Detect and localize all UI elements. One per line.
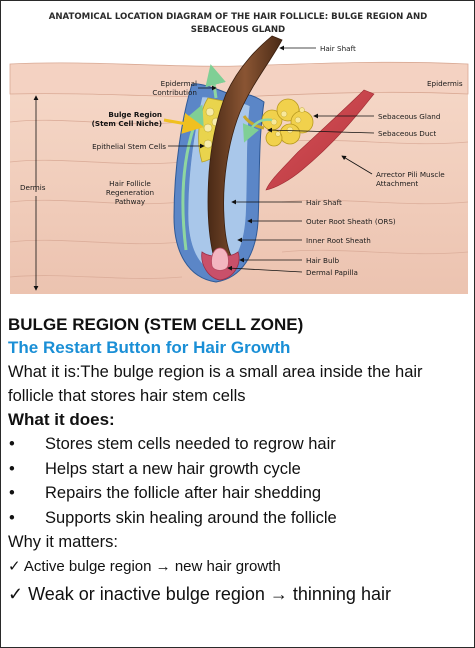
label-epidermis: Epidermis bbox=[427, 79, 463, 88]
hair-follicle-diagram: ANATOMICAL LOCATION DIAGRAM OF THE HAIR … bbox=[2, 2, 473, 302]
label-ors: Outer Root Sheath (ORS) bbox=[306, 217, 396, 226]
bullet-item: • Supports skin healing around the folli… bbox=[8, 506, 470, 531]
label-arrector-1: Arrector Pili Muscle bbox=[376, 170, 445, 179]
label-bulge-region-1: Bulge Region bbox=[108, 110, 162, 119]
bullet-icon: • bbox=[9, 508, 15, 527]
label-sebaceous-duct: Sebaceous Duct bbox=[378, 129, 436, 138]
bullet-item: • Stores stem cells needed to regrow hai… bbox=[8, 432, 470, 457]
label-regen-3: Pathway bbox=[115, 197, 146, 206]
label-epithelial-stem-cells: Epithelial Stem Cells bbox=[92, 142, 166, 151]
label-regen-2: Regeneration bbox=[106, 188, 154, 197]
text-section: BULGE REGION (STEM CELL ZONE) The Restar… bbox=[8, 313, 470, 608]
bullet-text: Stores stem cells needed to regrow hair bbox=[45, 435, 336, 453]
outcome-active: ✓ Active bulge region → new hair growth bbox=[8, 558, 281, 575]
label-dermis: Dermis bbox=[20, 183, 46, 192]
bullet-text: Supports skin healing around the follicl… bbox=[45, 508, 337, 527]
section-heading: BULGE REGION (STEM CELL ZONE) bbox=[8, 315, 304, 334]
label-irs: Inner Root Sheath bbox=[306, 236, 371, 245]
dermal-papilla-shape bbox=[211, 247, 229, 271]
label-sebaceous-gland: Sebaceous Gland bbox=[378, 112, 440, 121]
label-hair-bulb: Hair Bulb bbox=[306, 256, 340, 265]
bullet-icon: • bbox=[9, 459, 15, 478]
section-subheading: The Restart Button for Hair Growth bbox=[8, 338, 291, 357]
label-arrector-2: Attachment bbox=[376, 179, 418, 188]
label-dermal-papilla: Dermal Papilla bbox=[306, 268, 358, 277]
label-hair-shaft-mid: Hair Shaft bbox=[306, 198, 342, 207]
what-it-does-heading: What it does: bbox=[8, 410, 115, 429]
diagram-title-line1: ANATOMICAL LOCATION DIAGRAM OF THE HAIR … bbox=[49, 12, 428, 22]
bullet-text: Helps start a new hair growth cycle bbox=[45, 459, 301, 478]
bullet-icon: • bbox=[9, 484, 15, 502]
label-epidermal-contribution-2: Contribution bbox=[152, 88, 197, 97]
outcome-inactive: ✓ Weak or inactive bulge region → thinni… bbox=[8, 584, 391, 604]
label-bulge-region-2: (Stem Cell Niche) bbox=[92, 119, 162, 128]
diagram-title-line2: SEBACEOUS GLAND bbox=[191, 25, 285, 35]
label-hair-shaft-top: Hair Shaft bbox=[320, 44, 356, 53]
label-epidermal-contribution-1: Epidermal bbox=[161, 79, 197, 88]
bullet-text: Repairs the follicle after hair shedding bbox=[45, 484, 322, 502]
why-it-matters-heading: Why it matters: bbox=[8, 533, 119, 551]
what-it-is-text: What it is:The bulge region is a small a… bbox=[8, 363, 423, 405]
bullet-item: • Helps start a new hair growth cycle bbox=[8, 457, 470, 482]
bullet-icon: • bbox=[9, 435, 15, 453]
label-regen-1: Hair Follicle bbox=[109, 179, 151, 188]
bullet-item: • Repairs the follicle after hair sheddi… bbox=[8, 481, 470, 506]
